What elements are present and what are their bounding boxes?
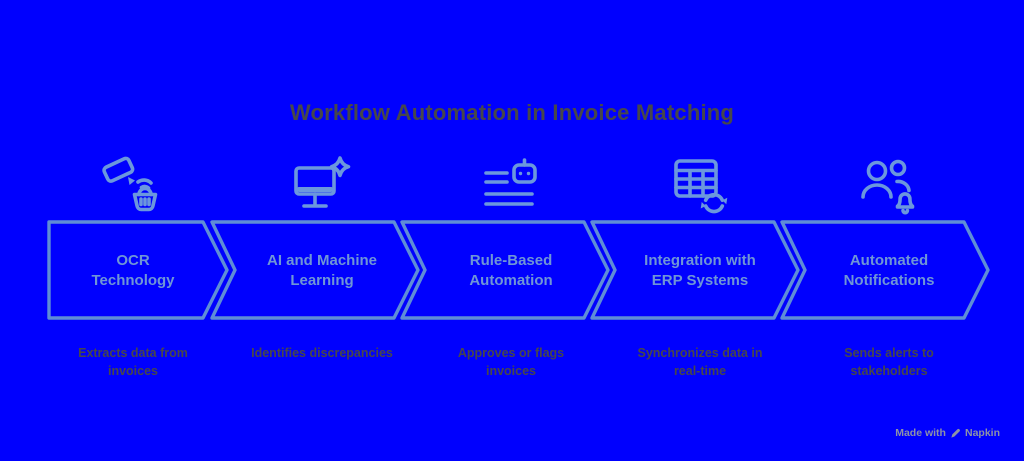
step-description: Synchronizes data in real-time — [610, 344, 790, 380]
step-icon-wrap — [280, 154, 364, 218]
page-title: Workflow Automation in Invoice Matching — [289, 100, 735, 125]
step-icon-wrap — [847, 154, 931, 218]
chevron-step-4 — [590, 220, 800, 320]
checklist-robot-icon — [484, 158, 537, 206]
chevron-step-3 — [400, 220, 610, 320]
monitor-sparkle-icon — [294, 156, 351, 208]
step-icon-wrap — [658, 154, 742, 218]
chevron-step-1 — [47, 220, 229, 320]
step-label: Integration with ERP Systems — [644, 251, 756, 289]
step-label: OCR Technology — [91, 251, 175, 289]
step-label: Rule-Based Automation — [469, 251, 553, 289]
ocr-scanner-basket-icon — [102, 156, 158, 212]
napkin-pen-icon — [951, 428, 960, 438]
watermark-prefix: Made with — [895, 427, 946, 439]
users-bell-icon — [861, 159, 915, 215]
step-icon-wrap — [91, 154, 175, 218]
watermark-brand: Napkin — [964, 427, 1000, 439]
table-sync-icon — [674, 159, 728, 214]
step-description-text: Synchronizes data in real-time — [637, 346, 763, 379]
step-description: Approves or flags invoices — [421, 344, 601, 380]
chevron-step-5 — [780, 220, 990, 320]
step-label: AI and Machine Learning — [266, 251, 378, 289]
napkin-watermark: Made with Napkin — [895, 427, 1000, 439]
step-description: Sends alerts to stakeholders — [799, 344, 979, 380]
step-icon-wrap — [469, 154, 553, 218]
step-description: Identifies discrepancies — [232, 344, 412, 362]
step-description-text: Identifies discrepancies — [251, 346, 393, 360]
step-description-text: Extracts data from invoices — [78, 346, 188, 379]
step-label: Automated Notifications — [843, 251, 935, 289]
step-description: Extracts data from invoices — [43, 344, 223, 380]
chevron-step-2 — [210, 220, 420, 320]
step-description-text: Sends alerts to stakeholders — [844, 346, 934, 379]
step-description-text: Approves or flags invoices — [457, 346, 565, 379]
